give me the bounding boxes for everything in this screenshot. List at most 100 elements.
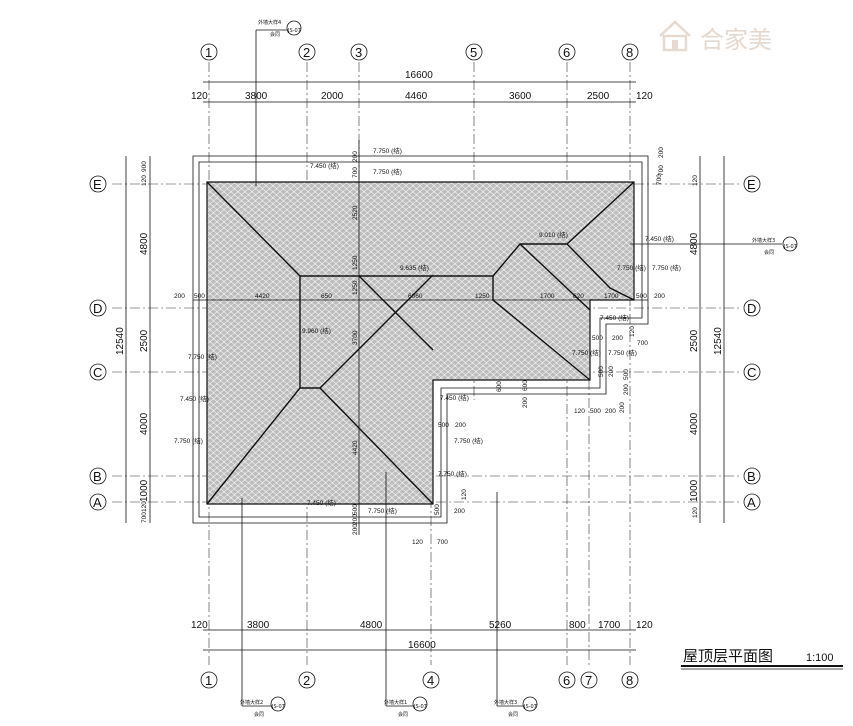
callout-right-ref: JS-07 [783, 244, 797, 250]
callout-bottom-2-label: 外墙大样1 [384, 699, 407, 706]
dim-m-23: 600 [522, 380, 529, 391]
callout-bottom-3-sub: 会同 [508, 711, 518, 718]
detail-callout-bottom-1: 外墙大样2 会同 JS-07 [240, 498, 286, 718]
brand-logo: 合家美 [659, 20, 772, 54]
dim-d-1: 500 [194, 293, 205, 300]
dim-top-seg-5: 2500 [587, 91, 610, 102]
axis-top-5: 5 [470, 45, 477, 60]
dim-left-seg-3: 2500 [139, 329, 150, 352]
dim-m-15: 200 [605, 408, 616, 415]
dim-bottom-seg-6: 120 [636, 620, 653, 631]
axis-right-C: C [747, 365, 756, 380]
row-axis-bubbles: E D C B A E D C B A [89, 175, 761, 511]
dim-m-5: 700 [437, 539, 448, 546]
dim-left-seg-1: 120 [141, 175, 148, 186]
dim-d-7: 620 [573, 293, 584, 300]
elev-ridge-top-2: 7.750 (结) [373, 167, 402, 176]
elev-right-6: 7.750 (结) [608, 348, 637, 357]
axis-bottom-1: 1 [205, 673, 212, 688]
dim-m-7: 200 [454, 508, 465, 515]
dim-left-seg-0: 900 [141, 161, 148, 172]
elevation-labels: 7.750 (结) 7.750 (结) 7.450 (结) 9.635 (结) … [174, 146, 681, 515]
dim-c-6: 4420 [352, 440, 359, 455]
house-logo-icon [659, 20, 691, 52]
left-dimensions: 900 120 4800 2500 4000 1000 120 700 1254… [115, 156, 151, 523]
dim-m-11: 500 [598, 366, 605, 377]
dim-top-total: 16600 [405, 70, 433, 81]
dim-left-seg-6: 120 [141, 501, 148, 512]
dim-c-8: 200 [352, 524, 359, 535]
detail-callout-bottom-2: 外墙大样1 会同 JS-07 [384, 472, 428, 718]
dim-d-6: 1700 [540, 293, 555, 300]
elev-right-4: 7.450 (结) [600, 313, 629, 322]
brand-name: 合家美 [700, 26, 772, 54]
callout-top-sub: 会同 [270, 31, 280, 38]
elev-bottom-1: 7.450 (结) [307, 498, 336, 507]
elev-mid-2: 7.750 (结) [454, 436, 483, 445]
dim-right-seg-5: 4000 [689, 412, 700, 435]
callout-bottom-2-ref: JS-07 [413, 704, 427, 710]
dim-left-seg-5: 1000 [139, 479, 150, 502]
elev-right-5: 7.750 (结) [572, 348, 601, 357]
dim-d-9: 500 [636, 293, 647, 300]
dim-top-seg-6: 120 [636, 91, 653, 102]
dim-right-seg-6: 1000 [689, 479, 700, 502]
dim-c-4: 1250 [352, 280, 359, 295]
elev-ridge-mid: 9.635 (结) [400, 263, 429, 272]
axis-top-8: 8 [626, 45, 633, 60]
roof-outline [192, 155, 649, 524]
dim-c-7: 500 [352, 504, 359, 515]
elev-right-1: 7.450 (结) [645, 234, 674, 243]
dim-left-total: 12540 [115, 327, 126, 355]
drawing-scale: 1:100 [806, 652, 834, 664]
dim-c-0: 200 [352, 151, 359, 162]
elev-ridge-left: 9.960 (结) [302, 326, 331, 335]
misc-dimensions: 500 200 500 200 120 700 500 200 600 200 … [352, 174, 663, 546]
axis-left-D: D [93, 301, 102, 316]
detail-callout-top: 外墙大样4 会同 JS-07 [255, 19, 302, 186]
center-vertical-dimensions: 200 700 2520 1250 1250 3700 4420 500 200 [352, 140, 360, 535]
elev-ridge-right: 9.010 (结) [539, 230, 568, 239]
callout-right-label: 外墙大样3 [752, 237, 775, 244]
axis-left-A: A [93, 495, 102, 510]
callout-bottom-3-ref: JS-07 [523, 704, 537, 710]
elev-left-3: 7.750 (结) [174, 436, 203, 445]
dim-c-1: 700 [352, 167, 359, 178]
dim-m-12: 200 [608, 366, 615, 377]
dim-bottom-seg-3: 5260 [489, 620, 512, 631]
roof-tile-surface [206, 181, 635, 505]
axis-right-D: D [747, 301, 756, 316]
dim-d-0: 200 [174, 293, 185, 300]
dim-right-seg-2: 120 [692, 175, 699, 186]
axis-left-E: E [93, 177, 102, 192]
dim-m-21: 500 [623, 369, 630, 380]
dim-d-8: 1700 [604, 293, 619, 300]
dim-m-6: 500 [434, 504, 441, 515]
axis-bottom-2: 2 [303, 673, 310, 688]
elev-mid-1: 7.450 (结) [440, 393, 469, 402]
callout-bottom-2-sub: 会同 [398, 711, 408, 718]
axis-left-C: C [93, 365, 102, 380]
top-axis-bubbles: 1 2 3 5 6 8 [200, 43, 639, 61]
dim-right-seg-4: 2500 [689, 329, 700, 352]
axis-bottom-7: 7 [585, 673, 592, 688]
dim-right-seg-0: 200 [658, 147, 665, 158]
axis-top-2: 2 [303, 45, 310, 60]
dim-bottom-seg-0: 120 [191, 620, 208, 631]
dim-top-seg-2: 2000 [321, 91, 344, 102]
callout-bottom-1-label: 外墙大样2 [240, 699, 263, 706]
elev-bottom-2: 7.750 (结) [368, 506, 397, 515]
axis-right-E: E [747, 177, 756, 192]
drawing-title: 屋顶层平面图 [683, 647, 773, 665]
dim-m-13: 120 [574, 408, 585, 415]
drawing-title-block: 屋顶层平面图 1:100 [681, 647, 843, 670]
dim-top-seg-0: 120 [191, 91, 208, 102]
axis-top-6: 6 [563, 45, 570, 60]
callout-top-ref: JS-07 [287, 28, 301, 34]
dim-m-14: 500 [590, 408, 601, 415]
dim-m-10: 700 [637, 340, 648, 347]
callout-bottom-3-label: 外墙大样3 [494, 699, 517, 706]
dim-c-5: 3700 [352, 330, 359, 345]
dim-m-16: 200 [619, 402, 626, 413]
